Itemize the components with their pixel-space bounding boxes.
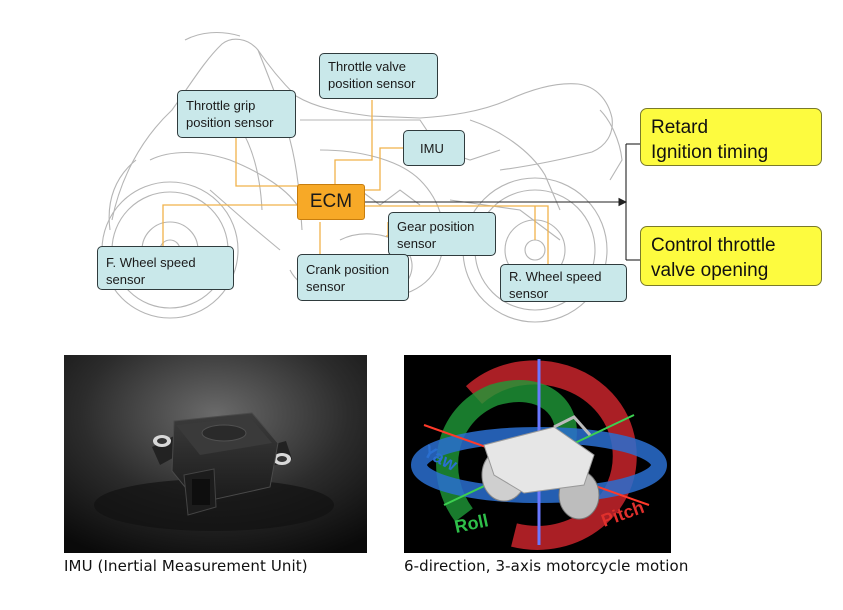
front-wheel-line-1: F. Wheel speed — [106, 255, 196, 270]
throttle-control-line-2: valve opening — [651, 260, 769, 281]
retard-line-1: Retard — [651, 117, 709, 138]
retard-ignition-output-box: Retard Ignition timing — [640, 108, 822, 166]
imu-photo — [64, 355, 367, 553]
gear-position-line-1: Gear position — [397, 219, 475, 234]
throttle-valve-line-1: Throttle valve — [328, 59, 407, 74]
throttle-grip-line-2: position sensor — [186, 115, 274, 130]
rear-wheel-line-1: R. Wheel speed — [509, 269, 602, 284]
rear-wheel-speed-sensor-box: R. Wheel speed sensor — [500, 264, 627, 302]
throttle-grip-sensor-box: Throttle grip position sensor — [177, 90, 296, 138]
throttle-control-line-1: Control throttle — [651, 235, 776, 256]
throttle-grip-line-1: Throttle grip — [186, 98, 256, 113]
ecm-box: ECM — [297, 184, 365, 220]
sensor-wires — [162, 100, 549, 266]
retard-line-2: Ignition timing — [651, 142, 769, 163]
output-connectors — [360, 143, 640, 261]
throttle-valve-line-2: position sensor — [328, 76, 416, 91]
crank-position-sensor-box: Crank position sensor — [297, 254, 409, 301]
throttle-valve-sensor-box: Throttle valve position sensor — [319, 53, 438, 99]
rear-wheel-line-2: sensor — [509, 286, 549, 301]
imu-photo-caption: IMU (Inertial Measurement Unit) — [64, 557, 308, 575]
motorcycle-silhouette — [481, 415, 600, 520]
throttle-control-output-box: Control throttle valve opening — [640, 226, 822, 286]
ecm-label: ECM — [309, 191, 353, 212]
imu-label: IMU — [420, 141, 444, 156]
motion-photo-caption: 6-direction, 3-axis motorcycle motion — [404, 557, 689, 575]
gear-position-sensor-box: Gear position sensor — [388, 212, 496, 256]
front-wheel-line-2: sensor — [106, 272, 146, 287]
crank-position-line-1: Crank position — [306, 262, 390, 277]
crank-position-line-2: sensor — [306, 279, 346, 294]
gear-position-line-2: sensor — [397, 236, 437, 251]
front-wheel-speed-sensor-box: F. Wheel speed sensor — [97, 246, 234, 290]
motion-photo: Yaw Roll Pitch — [404, 355, 671, 553]
imu-sensor-box: IMU — [403, 130, 465, 166]
